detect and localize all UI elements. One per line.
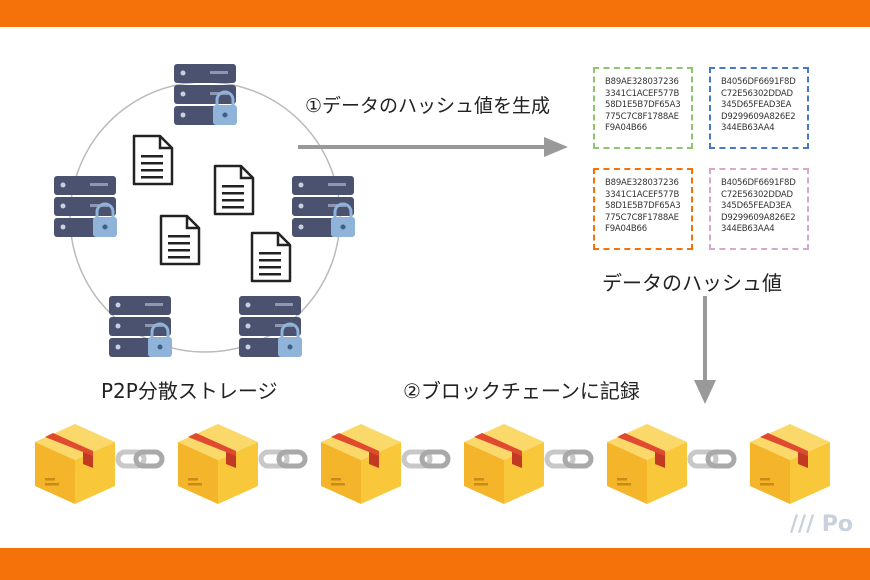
chain-link-icon bbox=[690, 452, 734, 466]
hash-box-pink: B4056DF6691F8D C72E56302DDAD 345D65FEAD3… bbox=[709, 168, 809, 250]
server-icon bbox=[54, 176, 117, 237]
hash-line: B89AE328037236 bbox=[605, 178, 679, 188]
hash-line: 3341C1ACEF577B bbox=[605, 88, 680, 99]
hash-line: 775C7C8F1788AE bbox=[605, 212, 679, 223]
server-icon bbox=[292, 176, 355, 237]
top-accent-bar bbox=[0, 0, 870, 27]
chain-link-icon bbox=[118, 452, 162, 466]
lock-icon bbox=[331, 202, 355, 237]
bottom-accent-bar bbox=[0, 548, 870, 580]
server-icon bbox=[109, 296, 172, 357]
hash-line: 775C7C8F1788AE bbox=[605, 111, 679, 122]
hash-line: B4056DF6691F8D bbox=[721, 77, 796, 87]
lock-icon bbox=[278, 322, 302, 357]
hash-line: F9A04B66 bbox=[605, 123, 647, 133]
lock-icon bbox=[93, 202, 117, 237]
hash-line: 58D1E5B7DF65A3 bbox=[605, 201, 681, 211]
arrow-down-icon bbox=[694, 296, 716, 404]
document-icon bbox=[250, 231, 292, 283]
hash-line: D9299609A826E2 bbox=[721, 111, 796, 122]
hash-line: C72E56302DDAD bbox=[721, 189, 793, 200]
lock-icon bbox=[148, 322, 172, 357]
hash-line: B4056DF6691F8D bbox=[721, 178, 796, 188]
server-icon bbox=[174, 64, 237, 125]
hash-line: C72E56302DDAD bbox=[721, 88, 793, 99]
hash-box-blue: B4056DF6691F8D C72E56302DDAD 345D65FEAD3… bbox=[709, 67, 809, 149]
hash-line: 344EB63AA4 bbox=[721, 123, 775, 133]
server-icon bbox=[239, 296, 302, 357]
box-icon bbox=[464, 424, 544, 504]
hash-line: 345D65FEAD3EA bbox=[721, 100, 792, 110]
box-icon bbox=[178, 424, 258, 504]
step2-label: ②ブロックチェーンに記録 bbox=[403, 379, 640, 403]
hash-line: F9A04B66 bbox=[605, 224, 647, 234]
chain-link-icon bbox=[261, 452, 305, 466]
hash-line: D9299609A826E2 bbox=[721, 212, 796, 223]
document-icon bbox=[159, 214, 201, 266]
hash-box-green: B89AE328037236 3341C1ACEF577B 58D1E5B7DF… bbox=[593, 67, 693, 149]
document-icon bbox=[132, 134, 174, 186]
chain-link-icon bbox=[404, 452, 448, 466]
step1-label: ①データのハッシュ値を生成 bbox=[305, 95, 551, 117]
document-icon bbox=[213, 164, 255, 216]
hash-caption: データのハッシュ値 bbox=[602, 271, 782, 295]
storage-label: P2P分散ストレージ bbox=[101, 379, 278, 403]
watermark-logo: /// Po bbox=[790, 512, 854, 537]
box-icon bbox=[750, 424, 830, 504]
lock-icon bbox=[213, 90, 237, 125]
hash-line: 58D1E5B7DF65A3 bbox=[605, 100, 681, 110]
box-icon bbox=[35, 424, 115, 504]
chain-link-icon bbox=[547, 452, 591, 466]
hash-line: 344EB63AA4 bbox=[721, 224, 775, 234]
hash-line: B89AE328037236 bbox=[605, 77, 679, 87]
blockchain bbox=[35, 424, 830, 504]
box-icon bbox=[607, 424, 687, 504]
hash-box-orange: B89AE328037236 3341C1ACEF577B 58D1E5B7DF… bbox=[593, 168, 693, 250]
box-icon bbox=[321, 424, 401, 504]
hash-line: 3341C1ACEF577B bbox=[605, 189, 680, 200]
arrow-right-icon bbox=[298, 137, 568, 157]
hash-line: 345D65FEAD3EA bbox=[721, 201, 792, 211]
